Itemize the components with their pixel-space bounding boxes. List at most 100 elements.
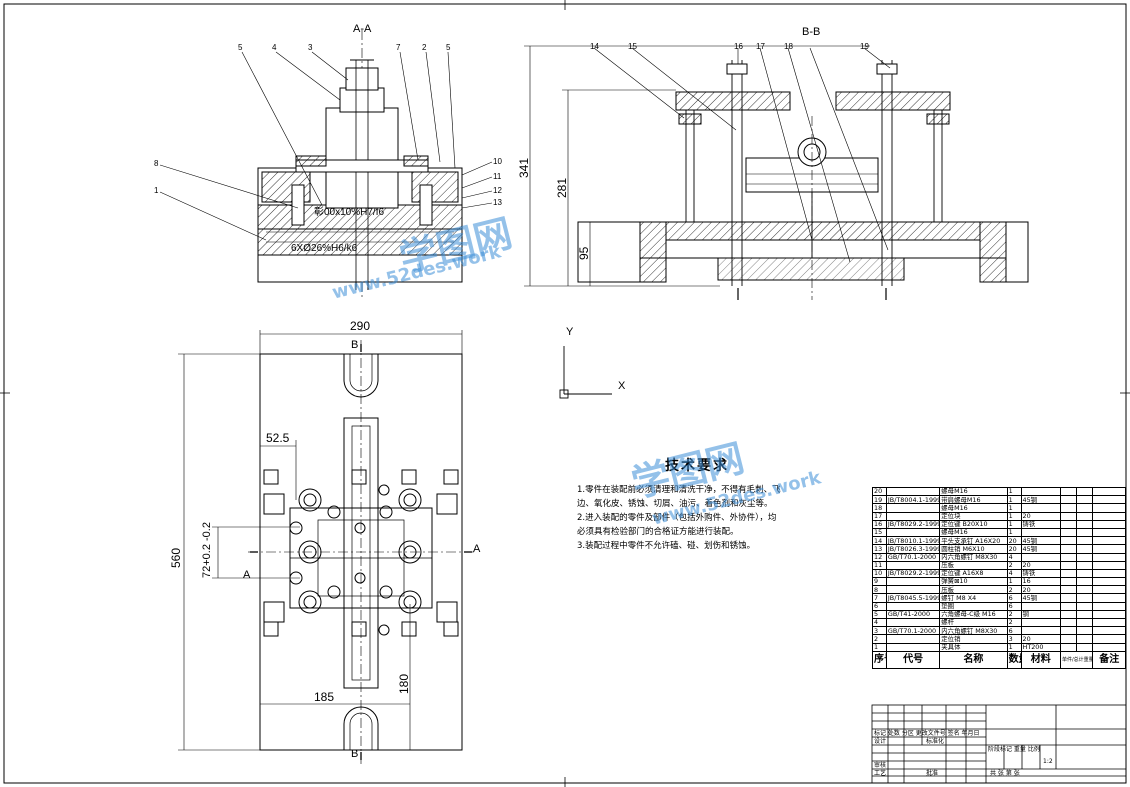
leader-num: 4 xyxy=(272,43,277,52)
bom-cell: 13 xyxy=(872,544,887,554)
bom-cell: 45钢 xyxy=(1020,536,1061,546)
bom-cell xyxy=(1059,609,1078,620)
bom-cell: JB/T8004.1-1999 xyxy=(885,495,941,505)
bom-cell: 1 xyxy=(872,642,887,652)
bom-cell: 10 xyxy=(872,568,887,579)
title-block-approve: 批准 xyxy=(926,770,939,777)
bom-cell xyxy=(1020,617,1061,628)
tech-title: 技术要求 xyxy=(665,458,729,474)
dim-341: 341 xyxy=(517,157,531,178)
bom-cell: 45钢 xyxy=(1020,495,1061,505)
bom-cell: 平头支承钉 A16X20 xyxy=(939,536,1008,546)
bom-cell: 1 xyxy=(1006,486,1022,497)
bom-cell: 19 xyxy=(872,495,887,505)
bom-header-cell: 数量 xyxy=(1006,650,1022,669)
dim-185: 185 xyxy=(314,690,335,704)
title-block-scale: 1:2 xyxy=(1043,758,1053,765)
leader-num: 17 xyxy=(756,42,765,51)
bom-cell xyxy=(1059,634,1078,644)
bom-cell xyxy=(1092,527,1126,538)
leader-num: 18 xyxy=(784,42,793,51)
bom-cell xyxy=(1059,486,1078,497)
bom-cell xyxy=(1076,585,1094,595)
dim-281: 281 xyxy=(555,177,569,198)
leader-num: 16 xyxy=(734,42,743,51)
bom-cell: 1 xyxy=(1006,642,1022,652)
bom-cell xyxy=(1059,642,1078,652)
bom-cell xyxy=(1059,544,1078,554)
fit-callout-1: 彰00x10%H7/f6 xyxy=(314,207,385,218)
bom-cell xyxy=(1076,495,1094,505)
bom-cell xyxy=(1092,577,1126,587)
leader-num: 7 xyxy=(396,43,401,52)
bom-cell: 17 xyxy=(872,511,887,521)
bom-cell: GB/T41-2000 xyxy=(885,609,941,620)
bom-cell: 内六角螺钉 M8X30 xyxy=(939,552,1008,562)
bom-cell: 8 xyxy=(872,585,887,595)
cut-label-a-left: A xyxy=(243,569,251,581)
section-bb-label: B-B xyxy=(802,26,821,38)
bom-cell xyxy=(1076,609,1094,620)
bom-cell xyxy=(885,527,941,538)
bom-cell xyxy=(1059,626,1078,636)
bom-cell xyxy=(1092,585,1126,595)
dim-560: 560 xyxy=(169,547,183,568)
tech-line: 1.零件在装配前必须清理和清洗干净，不得有毛刺、飞 xyxy=(577,485,781,495)
tech-line: 必须具有检验部门的合格证方能进行装配。 xyxy=(577,527,739,537)
ucs-axis xyxy=(559,346,612,399)
bom-cell xyxy=(1020,626,1061,636)
bom-cell xyxy=(1076,568,1094,579)
bom-cell: 螺杆 xyxy=(939,617,1008,628)
bom-cell: JB/T8045.5-1999 xyxy=(885,593,941,603)
bom-cell xyxy=(1092,552,1126,562)
dim-290: 290 xyxy=(350,319,371,333)
leader-num: 8 xyxy=(154,159,159,168)
bom-cell xyxy=(1092,536,1126,546)
bom-cell: 定位键 A16X8 xyxy=(939,568,1008,579)
bom-cell: 4 xyxy=(1006,568,1022,579)
bom-cell xyxy=(885,577,941,587)
bom-cell xyxy=(1059,511,1078,521)
bom-cell: 定位销 xyxy=(939,634,1008,644)
bom-cell: 2 xyxy=(1006,617,1022,628)
bom-cell xyxy=(1092,511,1126,521)
bom-cell xyxy=(1092,560,1126,570)
bom-cell: 20 xyxy=(1006,536,1022,546)
bom-cell: 1 xyxy=(1006,527,1022,538)
technical-requirements: 技术要求 1.零件在装配前必须清理和清洗干净，不得有毛刺、飞 边、氧化皮、锈蚀、… xyxy=(577,455,817,553)
title-block-stage-weight-scale: 阶段标记 重量 比例 xyxy=(988,746,1040,753)
bom-cell: 1 xyxy=(1006,511,1022,521)
leader-num: 11 xyxy=(493,172,502,181)
bom-cell: 6 xyxy=(872,601,887,611)
bom-cell xyxy=(885,486,941,497)
cut-label-b-bottom: B xyxy=(351,748,359,760)
bom-cell xyxy=(1059,593,1078,603)
bom-cell xyxy=(1059,536,1078,546)
bom-cell: 6 xyxy=(1006,626,1022,636)
bom-cell xyxy=(885,511,941,521)
leader-num: 10 xyxy=(493,157,502,166)
bom-cell: 20 xyxy=(1020,511,1061,521)
bom-cell xyxy=(1059,527,1078,538)
leader-num: 2 xyxy=(422,43,427,52)
bom-cell: 45钢 xyxy=(1020,544,1061,554)
bom-cell: 螺钉 M8 X4 xyxy=(939,593,1008,603)
axis-y-label: Y xyxy=(566,326,574,338)
bom-cell xyxy=(1076,617,1094,628)
bom-cell: 20 xyxy=(1020,560,1061,570)
bom-cell xyxy=(1059,577,1078,587)
bom-cell xyxy=(1092,609,1126,620)
title-block-review: 审核 xyxy=(874,762,887,769)
bom-cell xyxy=(1059,552,1078,562)
bom-cell xyxy=(1076,593,1094,603)
